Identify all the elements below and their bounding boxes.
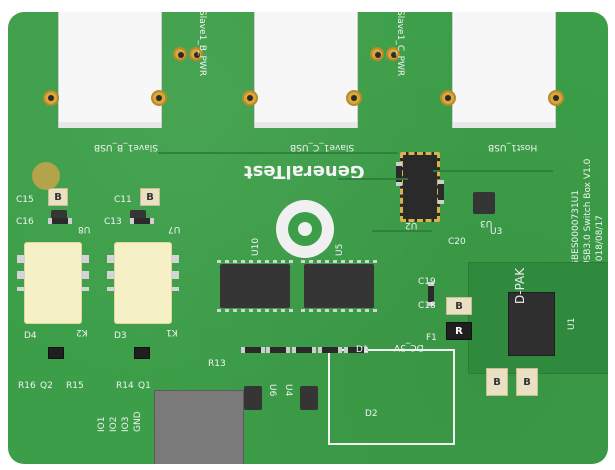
mount-pad (43, 90, 59, 106)
tantalum-c4: B (486, 368, 508, 396)
diode-d1 (48, 347, 64, 359)
trace (158, 152, 398, 154)
silk-u1: U1 (567, 317, 577, 330)
silk-d2: D2 (365, 409, 378, 419)
ic-u4 (300, 386, 318, 410)
pcb-board: Slave1_B_USB Slave1_C_USB Host1_USB Slav… (8, 12, 608, 464)
silk-io1: IO1 (97, 416, 107, 432)
ic-u10 (217, 260, 293, 312)
generaltest-logo (276, 200, 334, 258)
silk-r13: R13 (208, 359, 226, 369)
silk-c19: C19 (418, 277, 436, 287)
silk-gnd: GND (133, 411, 143, 432)
silk-u3-ref: U3 (490, 227, 503, 237)
pwr-pad (386, 47, 400, 61)
ic-u8 (51, 210, 67, 220)
fuse-f1: R (446, 322, 472, 340)
silk-slave1-b-usb: Slave1_B_USB (94, 142, 158, 152)
smd-part (241, 347, 265, 353)
power-jack-body (154, 390, 244, 464)
mount-pad (151, 90, 167, 106)
silk-io3: IO3 (121, 416, 131, 432)
silk-r15: R15 (66, 381, 84, 391)
silk-c16: C16 (16, 217, 34, 227)
smd-part (344, 347, 368, 353)
silk-f1: F1 (426, 333, 437, 343)
silk-c20: C20 (448, 237, 466, 247)
tantalum-c11: B (140, 188, 160, 206)
usb-connector-host1 (452, 12, 556, 128)
silk-slave1-c-pwr: Slave1_C_PWR (395, 12, 405, 77)
smd-part (438, 180, 444, 204)
ic-u5 (301, 260, 377, 312)
smd-part (48, 218, 72, 224)
dc-5v-connector (328, 349, 455, 445)
usb-connector-slave1-c (254, 12, 358, 128)
smd-part (130, 218, 154, 224)
mount-pad (242, 90, 258, 106)
silk-c15: C15 (16, 195, 34, 205)
silk-dpak: D-PAK (513, 267, 527, 304)
fiducial-blob (32, 162, 60, 190)
tantalum-c5: B (516, 368, 538, 396)
silk-slave1-b-pwr: Slave1_B_PWR (197, 12, 207, 77)
ic-u2 (400, 152, 440, 222)
silk-u6: U6 (267, 384, 277, 397)
silk-c13: C13 (104, 217, 122, 227)
silk-slave1-c-usb: Slave1_C_USB (290, 142, 355, 152)
silk-c11: C11 (114, 195, 132, 205)
silk-c18: C18 (418, 301, 436, 311)
silk-host1-usb: Host1_USB (488, 142, 538, 152)
silk-board-info-1: GBES0000731U1 (571, 190, 581, 267)
silk-u2: U2 (405, 220, 418, 230)
dpak-package (508, 292, 555, 356)
smd-part (396, 162, 402, 186)
silk-k1: K1 (166, 327, 178, 337)
silk-u3: U3 (480, 218, 493, 228)
silk-u8: U8 (78, 224, 91, 234)
silk-r14: R14 (116, 381, 134, 391)
pwr-pad (370, 47, 384, 61)
mount-pad (346, 90, 362, 106)
silk-u10: U10 (251, 237, 261, 256)
diode-d2 (134, 347, 150, 359)
smd-part (428, 282, 434, 306)
silk-io2: IO2 (109, 416, 119, 432)
smd-part (266, 347, 290, 353)
smd-part (318, 347, 342, 353)
mount-pad (440, 90, 456, 106)
silk-u5: U5 (335, 243, 345, 256)
silk-u7: U7 (168, 224, 181, 234)
silk-d4: D4 (24, 331, 37, 341)
ic-u6 (244, 386, 262, 410)
smd-part (292, 347, 316, 353)
silk-board-info-2: USB3.0 Switch Box V1.0 (583, 158, 593, 267)
trace (372, 230, 432, 232)
pwr-pad (189, 47, 203, 61)
silk-dc-5v: DC_5V (394, 342, 424, 352)
silk-d3: D3 (114, 331, 127, 341)
usb-connector-slave1-b (58, 12, 162, 128)
silk-d1: D1 (356, 345, 369, 355)
trace (433, 170, 553, 172)
silk-board-info-3: 2018/08/17 (595, 215, 605, 267)
relay-k2 (17, 242, 89, 324)
silk-k2: K2 (76, 327, 88, 337)
silk-q1: Q1 (138, 381, 151, 391)
ic-u3 (473, 192, 495, 214)
pwr-pad (173, 47, 187, 61)
trace (338, 178, 408, 180)
relay-k1 (107, 242, 179, 324)
silk-r16: R16 (18, 381, 36, 391)
silk-u4: U4 (283, 384, 293, 397)
mount-pad (548, 90, 564, 106)
ic-u7 (130, 210, 146, 220)
tantalum-c18: B (446, 297, 472, 315)
silk-q2: Q2 (40, 381, 53, 391)
tantalum-c15: B (48, 188, 68, 206)
